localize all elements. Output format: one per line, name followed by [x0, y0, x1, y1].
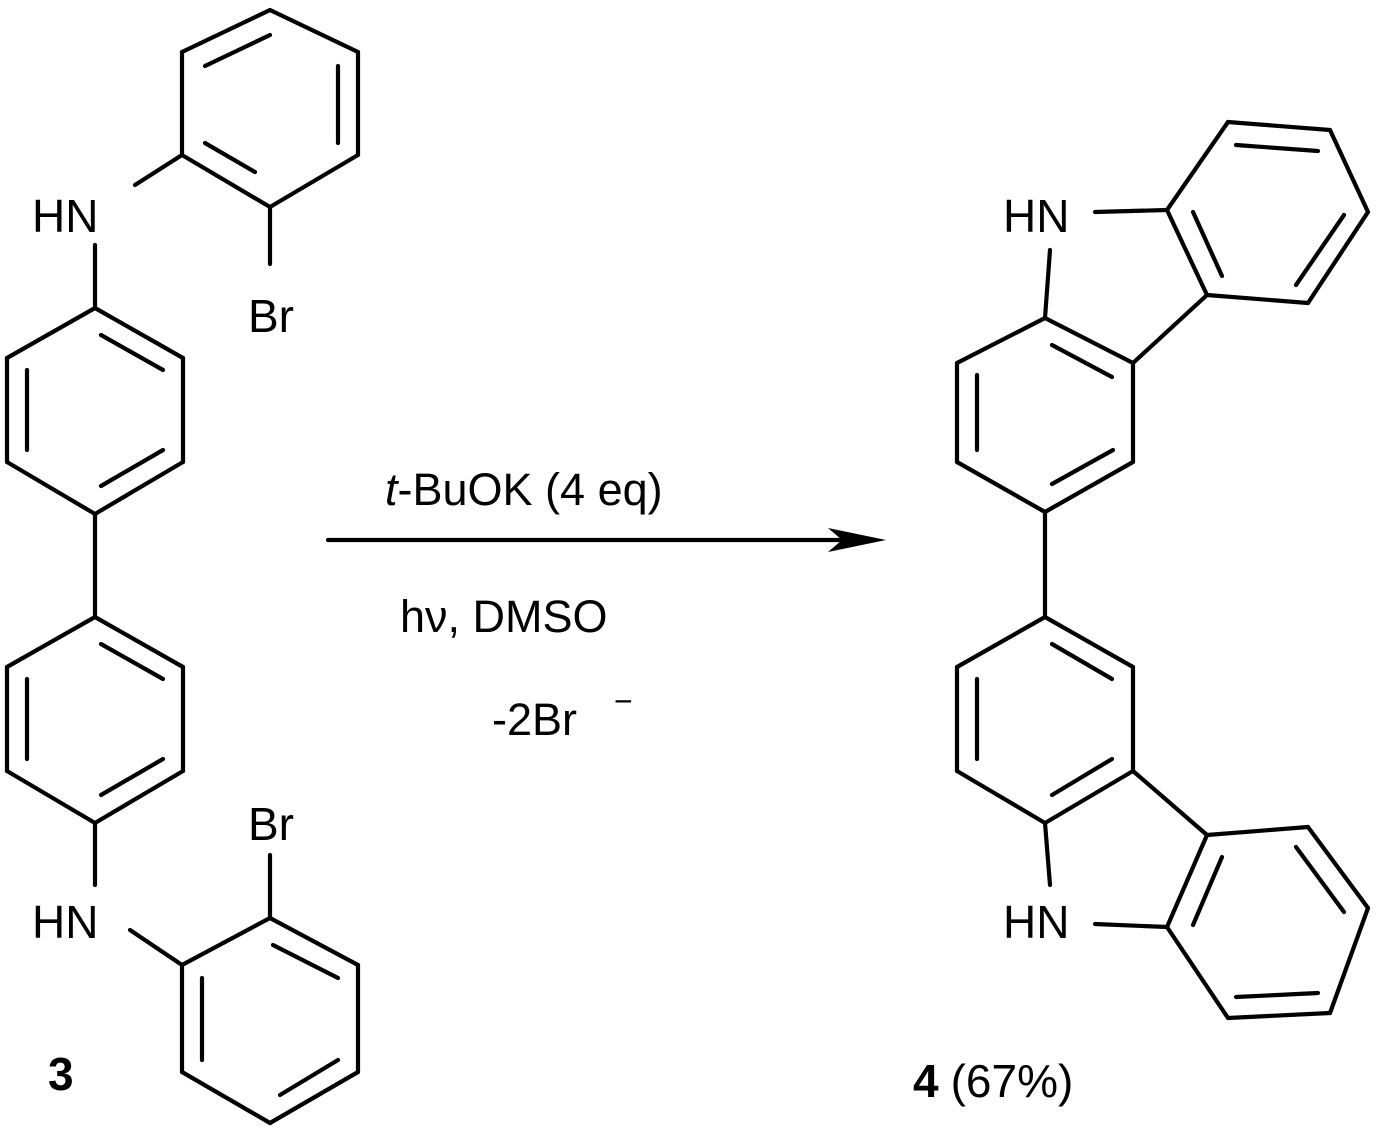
compound-label-3: 3 [48, 1048, 74, 1100]
atom-hn-bottom: HN [32, 896, 98, 948]
bottom-bromophenyl-ring [179, 915, 361, 1126]
bond-nh-top-aryl [132, 152, 185, 188]
atom-hn-product-top: HN [1003, 190, 1069, 242]
atom-br-top: Br [248, 290, 294, 342]
light-solvent-condition: hν, DMSO [400, 591, 608, 642]
byproduct-condition: -2Br [492, 694, 577, 745]
biphenyl-ring-upper [4, 305, 186, 517]
reagent-condition: t-BuOK (4 eq) [385, 464, 663, 515]
lower-carbazole [954, 614, 1371, 1021]
atom-hn-top: HN [32, 190, 98, 242]
reactant-structure: HN Br Br HN [4, 7, 361, 1126]
upper-carbazole [954, 119, 1371, 515]
compound-label-4: 4(67%) [913, 1055, 1073, 1107]
biphenyl-ring-lower [4, 614, 186, 826]
top-bromophenyl-ring [179, 7, 361, 210]
reaction-arrow [325, 528, 886, 552]
atom-br-bottom: Br [248, 798, 294, 850]
byproduct-charge: − [614, 683, 633, 719]
product-structure: HN HN [954, 119, 1371, 1021]
bond-nh-bottom-aryl [127, 927, 185, 968]
atom-hn-product-bottom: HN [1003, 896, 1069, 948]
